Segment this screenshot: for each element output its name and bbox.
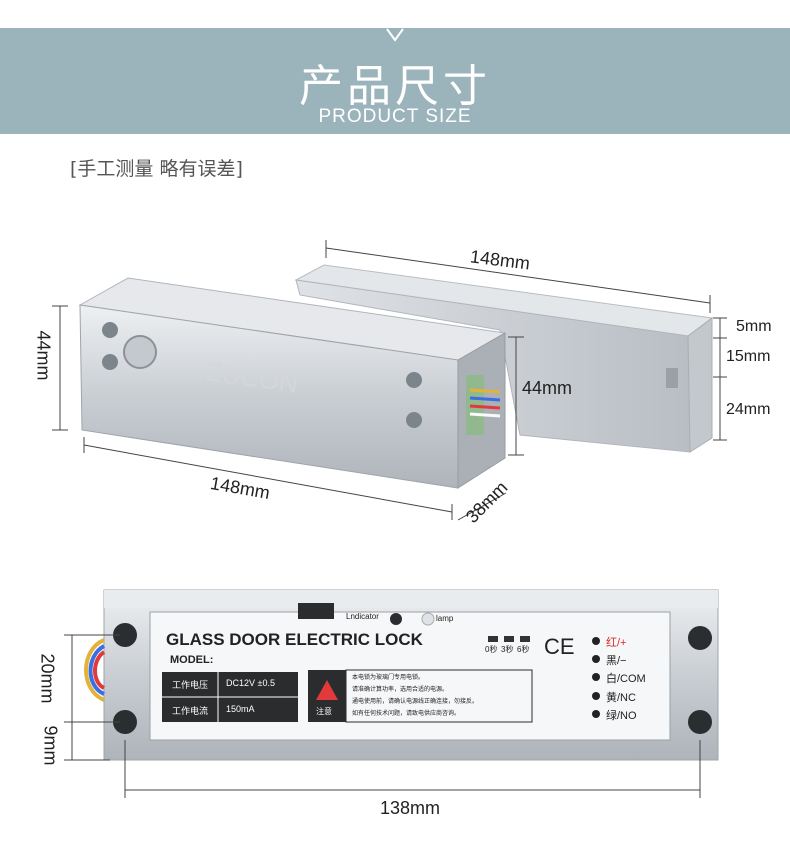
timer-0: 0秒 (485, 645, 498, 654)
wire-white: 白/COM (606, 673, 646, 685)
lamp-label: lamp (436, 614, 454, 623)
wire-red: 红/+ (606, 637, 627, 649)
screw-icon (102, 322, 118, 338)
measurement-note: [手工测量 略有误差] (70, 158, 243, 180)
mount-hole-icon (688, 710, 712, 734)
wire-yellow: 黄/NC (606, 692, 636, 704)
current-label: 工作电流 (172, 706, 209, 716)
note-line-1: 本电锁为玻璃门专用电锁。 (352, 675, 425, 681)
wire-black: 黑/− (606, 655, 627, 667)
strike-height-label: 44mm (522, 378, 573, 398)
voltage-value: DC12V ±0.5 (226, 678, 275, 688)
mount-hole-icon (113, 710, 137, 734)
dimension-lines-top (52, 240, 727, 521)
bolt-icon (123, 335, 157, 369)
screw-icon (406, 372, 422, 388)
screw-icon (406, 412, 422, 428)
mount-height-label: 20mm (37, 653, 58, 704)
ce-mark: CE (544, 634, 575, 659)
model-label: MODEL: (170, 654, 214, 666)
section-subtitle: PRODUCT SIZE (318, 106, 472, 127)
current-value: 150mA (226, 704, 255, 714)
strike-gap-mid-label: 15mm (726, 348, 771, 365)
lock-body: ZUCON (78, 277, 507, 489)
header-banner: 产品尺寸 PRODUCT SIZE (0, 28, 790, 134)
strike-gap-top-label: 5mm (736, 318, 772, 335)
chevron-down-icon (386, 28, 404, 42)
product-title: GLASS DOOR ELECTRIC LOCK (166, 630, 423, 649)
lock-height-label: 44mm (33, 330, 54, 381)
note-line-4: 如有任何技术问题，请致电供应商咨询。 (352, 711, 461, 717)
strike-plate (294, 264, 714, 453)
mount-offset-label: 9mm (40, 725, 61, 766)
voltage-label: 工作电压 (172, 680, 209, 690)
wire-green: 绿/NO (606, 710, 637, 722)
indicator-label: Lndicator (346, 612, 379, 621)
timer-6: 6秒 (517, 645, 530, 654)
note-line-3: 通电使用前，请确认电源线正确连接，勿接反。 (352, 699, 479, 705)
hole-spacing-label: 138mm (380, 798, 441, 818)
mount-hole-icon (113, 623, 137, 647)
dimension-lines-bottom (64, 634, 701, 798)
mount-hole-icon (688, 626, 712, 650)
section-title: 产品尺寸 (299, 61, 491, 112)
note-line-2: 请准确计算功率，选用合适的电源。 (352, 687, 449, 693)
caution-label: 注意 (316, 707, 332, 716)
timer-3: 3秒 (501, 645, 514, 654)
screw-icon (102, 354, 118, 370)
strike-gap-bottom-label: 24mm (726, 401, 771, 418)
strike-screw (666, 368, 678, 388)
lock-front-view (84, 589, 719, 761)
